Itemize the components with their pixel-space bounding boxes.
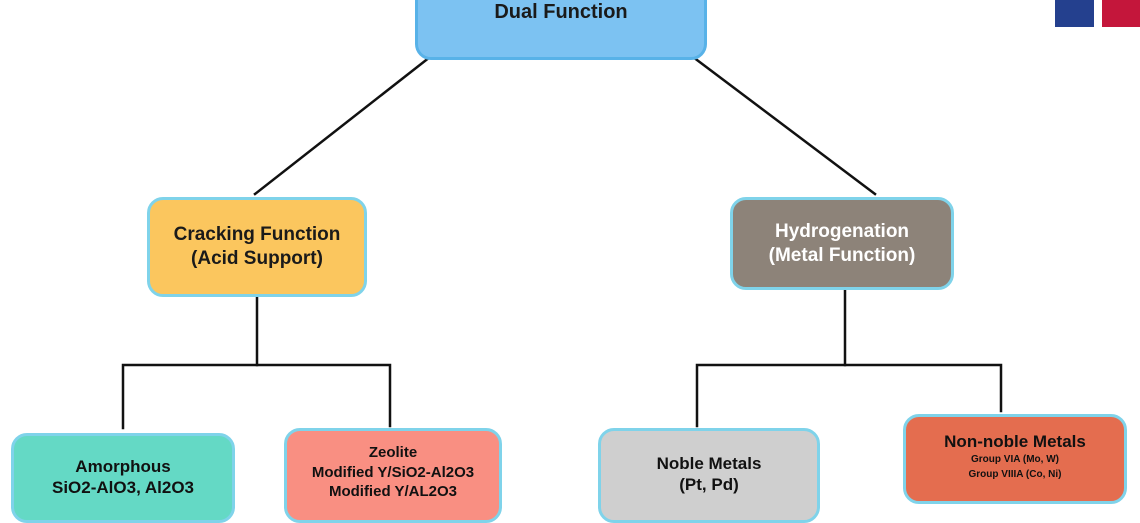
- zeolite-node: Zeolite Modified Y/SiO2-Al2O3 Modified Y…: [284, 428, 502, 523]
- non-noble-group-via: Group VIA (Mo, W): [971, 454, 1059, 467]
- cracking-function-label: Cracking Function: [174, 223, 341, 247]
- hydrogenation-sublabel: (Metal Function): [769, 244, 916, 268]
- flag-icon: [1055, 0, 1140, 27]
- zeolite-line-2: Modified Y/SiO2-Al2O3: [312, 463, 474, 483]
- hydrogenation-node: Hydrogenation (Metal Function): [730, 197, 954, 290]
- flag-blue-stripe: [1055, 0, 1094, 27]
- non-noble-metals-label: Non-noble Metals: [944, 431, 1086, 452]
- non-noble-metals-node: Non-noble Metals Group VIA (Mo, W) Group…: [903, 414, 1127, 504]
- noble-metals-sublabel: (Pt, Pd): [679, 474, 739, 495]
- non-noble-group-viiia: Group VIIIA (Co, Ni): [969, 469, 1062, 482]
- zeolite-label: Zeolite: [369, 443, 417, 463]
- cracking-function-node: Cracking Function (Acid Support): [147, 197, 367, 297]
- amorphous-sublabel: SiO2-AlO3, Al2O3: [52, 477, 194, 498]
- flag-red-stripe: [1102, 0, 1140, 27]
- noble-metals-node: Noble Metals (Pt, Pd): [598, 428, 820, 523]
- dual-function-node: Dual Function: [415, 0, 707, 60]
- amorphous-node: Amorphous SiO2-AlO3, Al2O3: [11, 433, 235, 523]
- noble-metals-label: Noble Metals: [657, 453, 762, 474]
- hydrogenation-label: Hydrogenation: [775, 220, 909, 244]
- cracking-function-sublabel: (Acid Support): [191, 247, 323, 271]
- connector-root-hydrogenation: [693, 57, 875, 194]
- dual-function-label: Dual Function: [494, 0, 627, 25]
- amorphous-label: Amorphous: [75, 456, 170, 477]
- connector-cracking-branch: [123, 365, 390, 428]
- zeolite-line-3: Modified Y/AL2O3: [329, 482, 457, 502]
- connector-root-cracking: [255, 57, 430, 194]
